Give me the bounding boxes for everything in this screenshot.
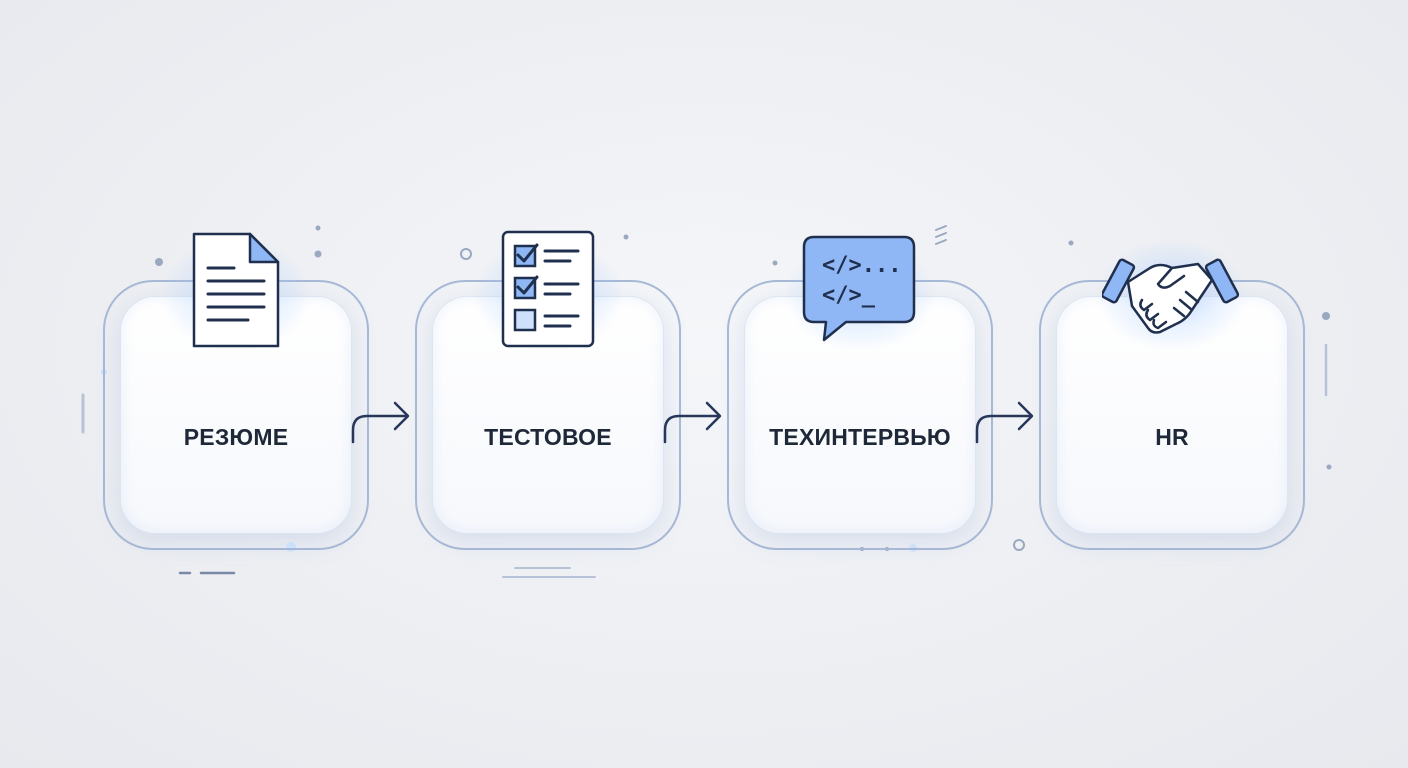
code-line-1: </>... (822, 253, 901, 278)
code-chat-icon: </>... </>_ (802, 235, 916, 342)
handshake-icon (1102, 258, 1240, 334)
checklist-icon (501, 230, 595, 348)
code-line-2: </>_ (822, 283, 876, 308)
arrow-3 (975, 401, 1034, 444)
document-icon (192, 232, 280, 348)
stage-card: РЕЗЮМЕ (121, 297, 351, 533)
stage-label: РЕЗЮМЕ (183, 424, 289, 450)
arrow-1 (351, 401, 410, 444)
stage-test-task: ТЕСТОВОЕ (415, 240, 681, 550)
stage-label: ТЕХИНТЕРВЬЮ (769, 424, 951, 450)
arrow-2 (663, 401, 722, 444)
stage-label: HR (1155, 424, 1189, 450)
stage-label: ТЕСТОВОЕ (484, 424, 612, 450)
